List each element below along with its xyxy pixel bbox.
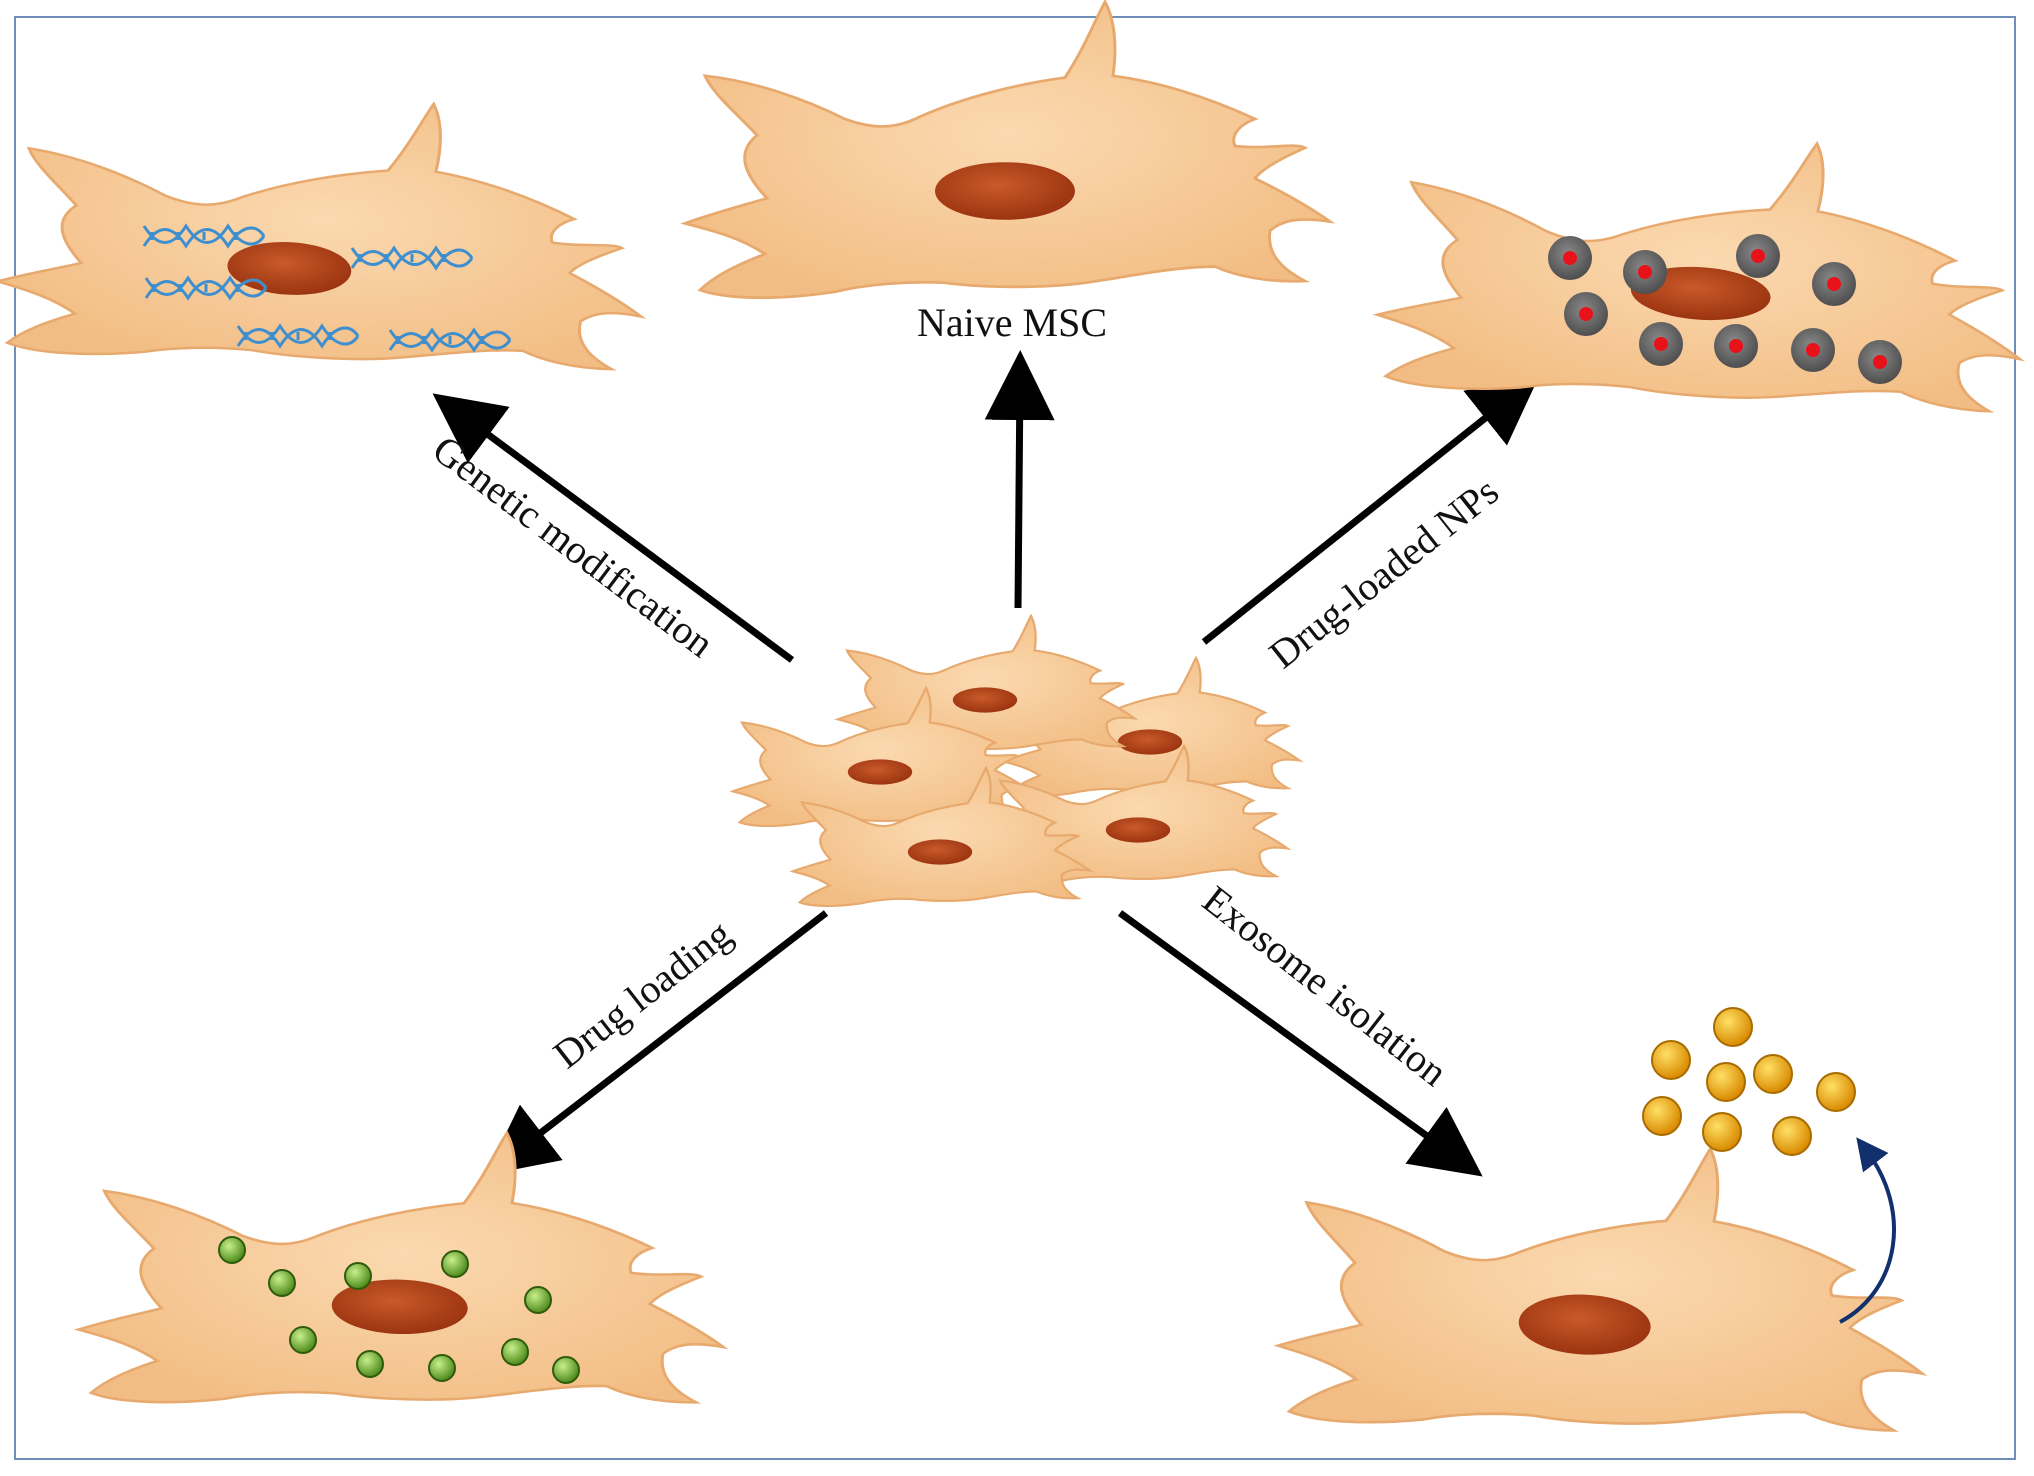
naive-msc-cell	[683, 0, 1332, 300]
exosome-icon	[1642, 1096, 1682, 1136]
exosome-icon	[1713, 1007, 1753, 1047]
dna-helix-icon	[388, 327, 512, 353]
exosomes	[1642, 1007, 1856, 1156]
drug-granule-icon	[218, 1236, 246, 1264]
exosome-icon	[1816, 1072, 1856, 1112]
nanoparticle-icon	[1623, 250, 1667, 294]
nanoparticles	[1548, 234, 1902, 384]
cluster-cell	[836, 614, 1136, 756]
label-naive-msc: Naive MSC	[917, 300, 1107, 345]
dna-helix-icon	[144, 275, 268, 301]
nucleus	[1518, 1294, 1651, 1355]
dna-helix-icon	[142, 223, 266, 249]
exosome-icon	[1702, 1112, 1742, 1152]
drug-granule-icon	[344, 1262, 372, 1290]
drug-granule-icon	[289, 1326, 317, 1354]
drug-granule-icon	[441, 1250, 469, 1278]
arrow-to-genetic-modification	[432, 393, 795, 663]
figure-border	[14, 16, 2016, 1460]
exosome-icon	[1772, 1116, 1812, 1156]
msc-cluster	[731, 614, 1301, 908]
np-loaded-cell	[1368, 112, 2034, 430]
nanoparticle-icon	[1858, 340, 1902, 384]
nanoparticle-icon	[1564, 292, 1608, 336]
exosome-icon	[1706, 1062, 1746, 1102]
drug-granule-icon	[501, 1338, 529, 1366]
label-genetic-modification: Genetic modification	[425, 426, 723, 666]
drug-granule-icon	[552, 1356, 580, 1384]
arrow-to-exosome-isolation	[1117, 910, 1483, 1177]
drug-granules	[218, 1236, 580, 1384]
nanoparticle-icon	[1736, 234, 1780, 278]
nucleus	[1630, 266, 1771, 321]
exosome-icon	[1753, 1054, 1793, 1094]
drug-loaded-cell	[74, 1119, 734, 1421]
nucleus	[935, 162, 1075, 220]
nucleus	[331, 1279, 468, 1335]
arrows	[432, 350, 1540, 1177]
cluster-cell	[989, 744, 1289, 886]
exosome-icon	[1651, 1040, 1691, 1080]
arrow-to-drug-loading	[485, 910, 829, 1176]
dna-helix-icon	[350, 245, 474, 271]
exosome-source-cell	[1272, 1128, 1937, 1450]
cluster-cell	[731, 686, 1031, 828]
cluster-cell	[1001, 656, 1301, 798]
drug-granule-icon	[524, 1286, 552, 1314]
drug-granule-icon	[268, 1269, 296, 1297]
cluster-cell	[791, 766, 1091, 908]
nanoparticle-icon	[1548, 236, 1592, 280]
nanoparticle-icon	[1812, 262, 1856, 306]
nanoparticle-icon	[1791, 328, 1835, 372]
arrow-to-naive-msc	[984, 350, 1055, 609]
dna-helices	[142, 223, 512, 353]
drug-granule-icon	[428, 1354, 456, 1382]
curved-arrow	[1839, 1137, 1896, 1324]
dna-helix-icon	[236, 323, 360, 349]
nanoparticle-icon	[1714, 324, 1758, 368]
drug-granule-icon	[356, 1350, 384, 1378]
arrow-to-drug-loaded-nps	[1201, 374, 1540, 645]
nanoparticle-icon	[1639, 322, 1683, 366]
